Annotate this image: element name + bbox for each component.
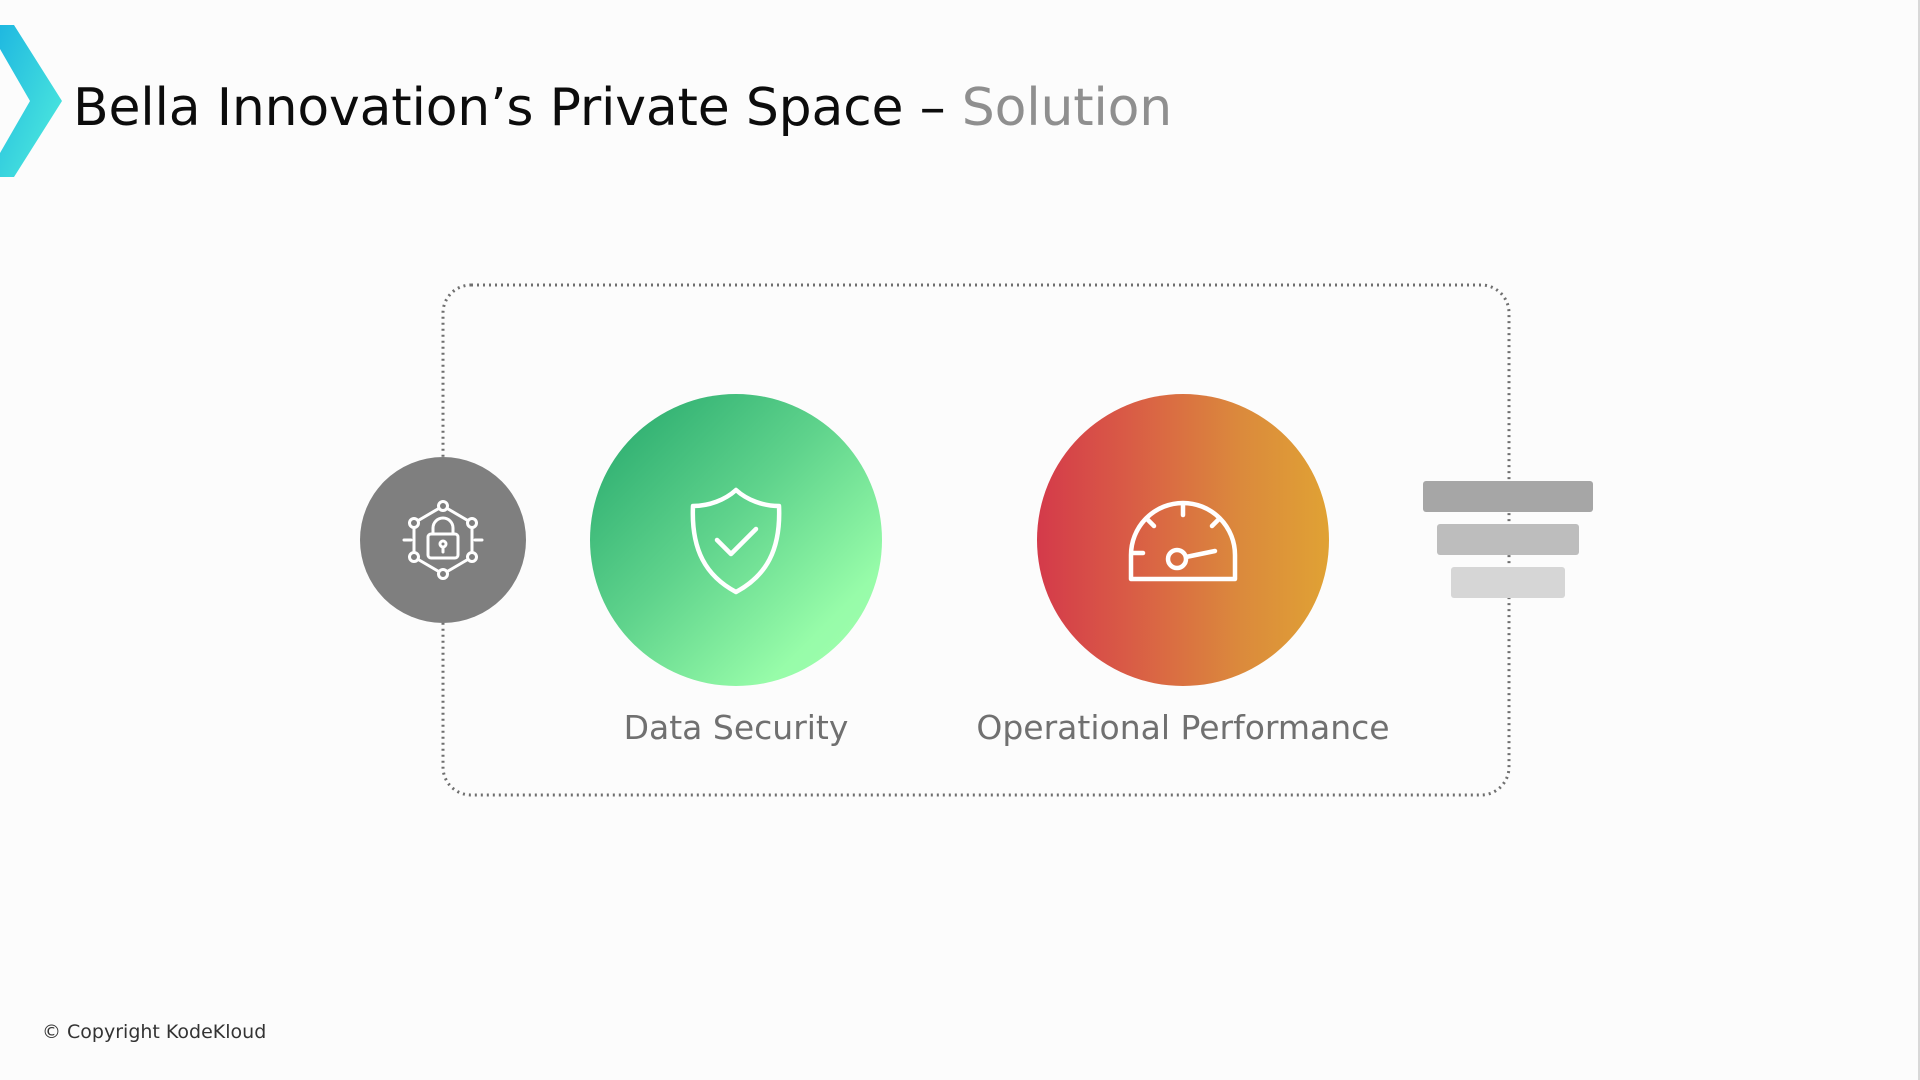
- data-security-node: [590, 394, 882, 686]
- filter-bars-icon: [1423, 481, 1593, 599]
- speedometer-icon: [1128, 500, 1238, 582]
- filter-bar-top: [1423, 481, 1593, 512]
- copyright-footer: © Copyright KodeKloud: [42, 1021, 267, 1043]
- page-title: Bella Innovation’s Private Space – Solut…: [73, 78, 1172, 138]
- data-security-label: Data Security: [623, 708, 849, 747]
- filter-bar-middle: [1437, 524, 1579, 555]
- shield-check-icon: [690, 487, 782, 595]
- network-lock-node: [360, 457, 526, 623]
- network-lock-icon: [402, 500, 484, 580]
- filter-bar-bottom: [1451, 567, 1565, 598]
- slide-edge-divider: [1918, 0, 1920, 1080]
- operational-performance-label: Operational Performance: [976, 708, 1390, 747]
- brand-chevron-icon: [0, 25, 62, 177]
- title-main: Bella Innovation’s Private Space –: [73, 78, 946, 138]
- operational-performance-node: [1037, 394, 1329, 686]
- title-accent: Solution: [961, 78, 1173, 138]
